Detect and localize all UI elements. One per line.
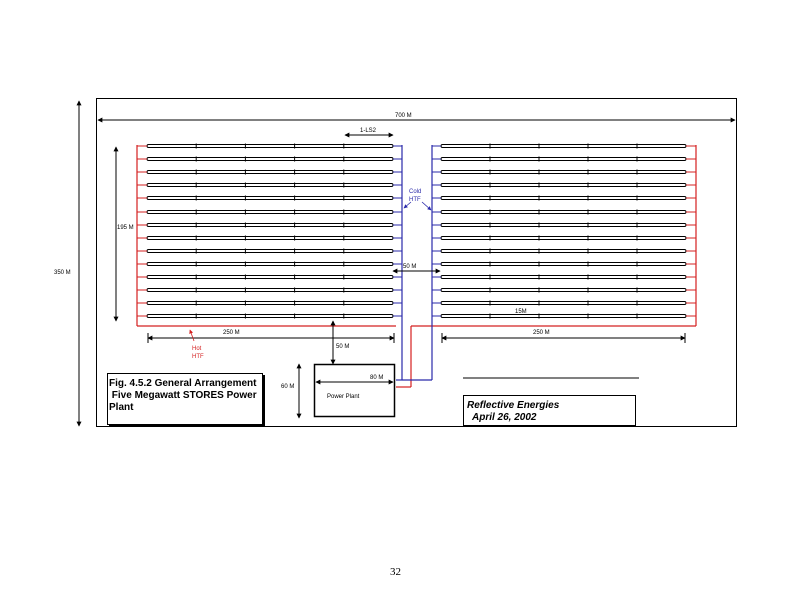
loop-length-label: 1-LS2 [360, 128, 377, 134]
collector-row [440, 249, 687, 253]
collector-row [146, 249, 394, 253]
power-plant-label: Power Plant [327, 394, 360, 400]
collector-row [440, 157, 687, 161]
hot-htf-arrow [189, 329, 195, 342]
collector-row [146, 223, 394, 227]
page-number: 32 [390, 566, 401, 578]
field-width-label: 700 M [395, 113, 412, 119]
collector-row [440, 210, 687, 214]
hot-htf-label: Hot [192, 346, 202, 352]
collector-row [146, 196, 394, 200]
collector-row [146, 170, 394, 174]
right-collector-field [432, 143, 696, 319]
collector-row [440, 183, 687, 187]
collector-row [146, 210, 394, 214]
cold-htf-arrow-right [421, 201, 432, 211]
company-box [463, 395, 636, 426]
collector-row [440, 196, 687, 200]
plant-distance-label: 50 M [336, 344, 349, 350]
row-spacing-label: 15M [515, 309, 527, 315]
caption-line-2: Five Megawatt STORES Power [109, 390, 257, 401]
site-boundary [96, 98, 737, 427]
collector-row [440, 275, 687, 279]
collector-row [440, 223, 687, 227]
collector-row [146, 262, 394, 266]
plant-height-label: 60 M [281, 384, 294, 390]
collector-row [146, 288, 394, 292]
collector-row [440, 288, 687, 292]
collector-row [146, 314, 394, 318]
field-height-label: 195 M [117, 225, 134, 231]
collector-row [440, 144, 687, 148]
collector-row [146, 301, 394, 305]
hot-htf-label-2: HTF [192, 354, 204, 360]
collector-row [146, 157, 394, 161]
gap-label: 50 M [403, 264, 416, 270]
plant-width-label: 80 M [370, 375, 383, 381]
right-field-width-label: 250 M [533, 330, 550, 336]
company-name: Reflective Energies [467, 400, 560, 411]
collector-row [146, 275, 394, 279]
collector-row [440, 236, 687, 240]
company-date: April 26, 2002 [471, 412, 537, 423]
caption-line-3: Plant [109, 402, 134, 413]
collector-row [440, 301, 687, 305]
cold-htf-arrow-left [403, 201, 412, 209]
cold-htf-label-2: HTF [409, 197, 421, 203]
power-plant [313, 363, 396, 418]
site-height-label: 350 M [54, 270, 71, 276]
collector-row [440, 314, 687, 318]
collector-row [440, 262, 687, 266]
collector-row [146, 144, 394, 148]
cold-htf-label: Cold [409, 189, 421, 195]
collector-row [440, 170, 687, 174]
caption-box [107, 373, 263, 425]
collector-row [146, 183, 394, 187]
collector-row [146, 236, 394, 240]
caption-line-1: Fig. 4.5.2 General Arrangement [109, 378, 257, 389]
left-collector-field [137, 143, 402, 319]
left-field-width-label: 250 M [223, 330, 240, 336]
